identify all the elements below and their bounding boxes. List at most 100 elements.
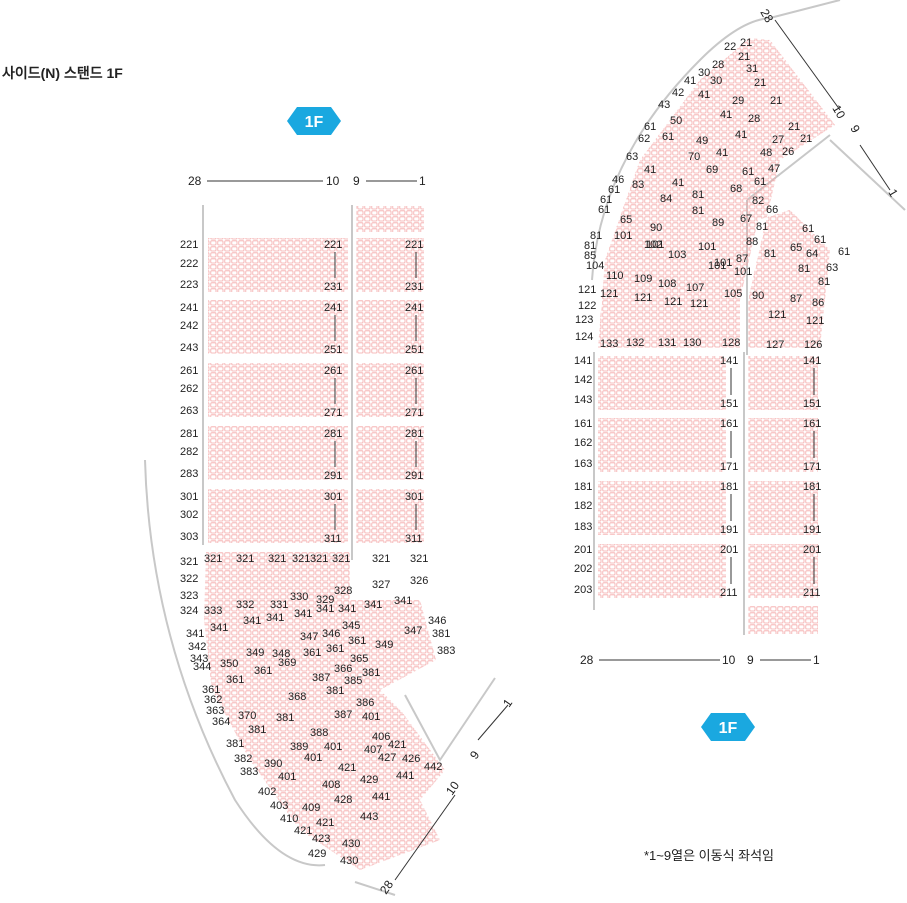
row-label: 47 <box>768 163 780 175</box>
row-label: 383 <box>240 766 258 778</box>
left-stand-map: 28 10 9 1 221 222 223 221 2 <box>144 174 515 897</box>
svg-text:221: 221 <box>324 239 342 251</box>
svg-text:301: 301 <box>405 491 423 503</box>
row-label: 21 <box>770 95 782 107</box>
left-axis-10: 10 <box>326 174 340 188</box>
row-label: 401 <box>278 771 296 783</box>
row-label: 441 <box>396 770 414 782</box>
row-label: 332 <box>236 599 254 611</box>
row-label: 381 <box>326 685 344 697</box>
row-label: 105 <box>724 288 742 300</box>
row-label: 31 <box>746 63 758 75</box>
left-bottom-1: 1 <box>500 696 515 710</box>
row-label: 363 <box>206 705 224 717</box>
row-label: 323 <box>180 590 198 602</box>
row-label: 410 <box>280 813 298 825</box>
row-label: 29 <box>732 95 744 107</box>
left-block-5: 301 302 303 301 311 301 311 <box>180 491 423 545</box>
row-label: 381 <box>248 724 266 736</box>
row-label: 66 <box>766 204 778 216</box>
row-label: 387 <box>312 672 330 684</box>
svg-text:311: 311 <box>405 533 423 545</box>
svg-text:163: 163 <box>574 458 592 470</box>
svg-text:261: 261 <box>180 365 198 377</box>
row-label: 361 <box>326 643 344 655</box>
svg-text:181: 181 <box>720 481 738 493</box>
svg-text:303: 303 <box>180 531 198 543</box>
row-label: 341 <box>338 603 356 615</box>
row-label: 22 <box>724 41 736 53</box>
row-label: 443 <box>360 811 378 823</box>
row-label: 344 <box>193 661 211 673</box>
svg-text:221: 221 <box>405 239 423 251</box>
row-label: 341 <box>186 628 204 640</box>
right-top-10: 10 <box>829 103 848 122</box>
row-label: 61 <box>754 176 766 188</box>
row-label: 87 <box>790 293 802 305</box>
row-label: 321 <box>332 553 350 565</box>
right-axis-1: 1 <box>813 653 820 667</box>
row-label: 430 <box>342 838 360 850</box>
svg-text:141: 141 <box>803 355 821 367</box>
row-label: 101 <box>714 257 732 269</box>
row-label: 361 <box>202 684 220 696</box>
row-label: 130 <box>683 337 701 349</box>
row-label: 61 <box>644 121 656 133</box>
left-axis-9: 9 <box>353 174 360 188</box>
left-block-4: 281 282 283 281 291 281 291 <box>180 428 423 482</box>
page-title: 사이드(N) 스탠드 1F <box>2 65 123 81</box>
right-axis-28: 28 <box>580 653 594 667</box>
svg-text:201: 201 <box>803 544 821 556</box>
row-label: 361 <box>348 635 366 647</box>
row-label: 421 <box>294 825 312 837</box>
row-label: 85 <box>584 250 596 262</box>
row-label: 364 <box>212 716 230 728</box>
svg-text:282: 282 <box>180 446 198 458</box>
svg-text:171: 171 <box>720 461 738 473</box>
row-label: 121 <box>578 284 596 296</box>
row-label: 121 <box>600 288 618 300</box>
row-label: 46 <box>612 174 624 186</box>
row-label: 427 <box>378 752 396 764</box>
row-label: 401 <box>304 752 322 764</box>
svg-text:191: 191 <box>803 524 821 536</box>
row-label: 390 <box>264 758 282 770</box>
row-label: 81 <box>692 189 704 201</box>
row-label: 428 <box>334 794 352 806</box>
row-label: 386 <box>356 697 374 709</box>
row-label: 110 <box>606 270 624 282</box>
svg-text:261: 261 <box>405 365 423 377</box>
row-label: 121 <box>664 296 682 308</box>
svg-text:301: 301 <box>324 491 342 503</box>
floor-badge-left: 1F <box>287 107 341 135</box>
row-label: 101 <box>614 230 632 242</box>
row-label: 321 <box>180 556 198 568</box>
row-label: 21 <box>788 121 800 133</box>
row-label: 381 <box>276 712 294 724</box>
row-label: 365 <box>350 653 368 665</box>
row-label: 341 <box>266 612 284 624</box>
right-top-1: 1 <box>885 187 901 200</box>
row-label: 121 <box>806 315 824 327</box>
row-label: 401 <box>362 711 380 723</box>
row-label: 132 <box>626 337 644 349</box>
right-top-9: 9 <box>847 123 863 136</box>
row-label: 429 <box>360 774 378 786</box>
row-label: 401 <box>324 741 342 753</box>
svg-text:1F: 1F <box>719 720 738 737</box>
row-label: 381 <box>362 667 380 679</box>
row-label: 421 <box>338 762 356 774</box>
svg-text:231: 231 <box>324 281 342 293</box>
row-label: 429 <box>308 848 326 860</box>
right-top-28: 28 <box>757 7 776 26</box>
row-label: 341 <box>294 608 312 620</box>
row-label: 61 <box>838 246 850 258</box>
svg-text:222: 222 <box>180 258 198 270</box>
row-label: 48 <box>760 147 772 159</box>
svg-text:151: 151 <box>720 398 738 410</box>
row-label: 407 <box>364 744 382 756</box>
row-label: 41 <box>684 75 696 87</box>
row-label: 389 <box>290 741 308 753</box>
row-label: 321 <box>410 553 428 565</box>
svg-text:151: 151 <box>803 398 821 410</box>
